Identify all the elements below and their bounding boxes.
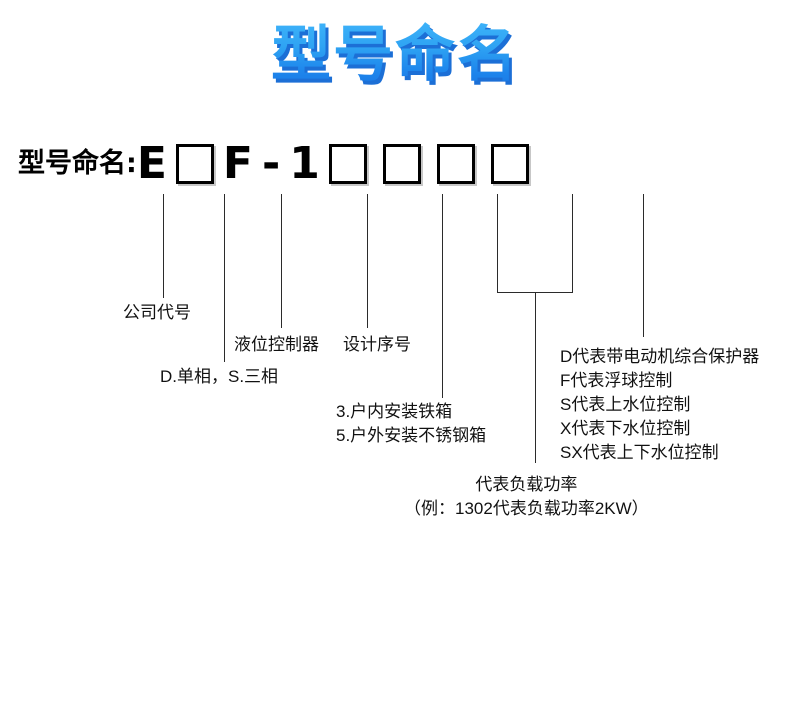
code-box-power-high[interactable]: [382, 144, 421, 184]
label-phase: D.单相，S.三相: [160, 367, 279, 386]
code-char-f: F: [222, 138, 253, 189]
leader-line-design-serial: [367, 194, 368, 328]
code-box-phase[interactable]: [175, 144, 214, 184]
leader-line-level-controller: [281, 194, 282, 328]
leader-line-power-right: [572, 194, 573, 292]
code-box-power-low[interactable]: [436, 144, 475, 184]
page-title: 型号命名: [0, 18, 790, 92]
label-design-serial: 设计序号: [343, 335, 411, 354]
leader-line-enclosure: [442, 194, 443, 398]
code-char-dash: -: [261, 138, 281, 189]
label-enclosure-line-1: 3.户内安装铁箱: [336, 402, 453, 421]
label-control-type-f: F代表浮球控制: [560, 371, 673, 390]
label-enclosure: 3.户内安装铁箱 5.户外安装不锈钢箱: [336, 400, 486, 448]
label-level-controller: 液位控制器: [234, 335, 319, 354]
leader-line-company-code: [163, 194, 164, 298]
leader-line-control-type: [643, 194, 644, 337]
code-box-enclosure[interactable]: [328, 144, 367, 184]
label-company-code: 公司代号: [123, 303, 191, 322]
code-box-control-type[interactable]: [490, 144, 529, 184]
label-control-type-s: S代表上水位控制: [560, 395, 691, 414]
model-code-prefix-label: 型号命名:: [18, 147, 137, 179]
label-enclosure-line-2: 5.户外安装不锈钢箱: [336, 426, 487, 445]
leader-line-power-stem: [535, 292, 536, 463]
code-char-e: E: [136, 138, 167, 189]
label-control-types: D代表带电动机综合保护器 F代表浮球控制 S代表上水位控制 X代表下水位控制 S…: [560, 345, 759, 465]
label-load-power-line-1: 代表负载功率: [475, 475, 578, 494]
code-char-one: 1: [289, 138, 320, 189]
label-control-type-x: X代表下水位控制: [560, 419, 691, 438]
label-load-power: 代表负载功率 （例：1302代表负载功率2KW）: [404, 473, 649, 521]
label-load-power-line-2: （例：1302代表负载功率2KW）: [404, 499, 649, 518]
label-control-type-d: D代表带电动机综合保护器: [560, 347, 760, 366]
leader-line-phase: [224, 194, 225, 362]
label-control-type-sx: SX代表上下水位控制: [560, 443, 719, 462]
leader-line-power-left: [497, 194, 498, 292]
model-code-row: 型号命名: E F - 1: [18, 136, 529, 192]
